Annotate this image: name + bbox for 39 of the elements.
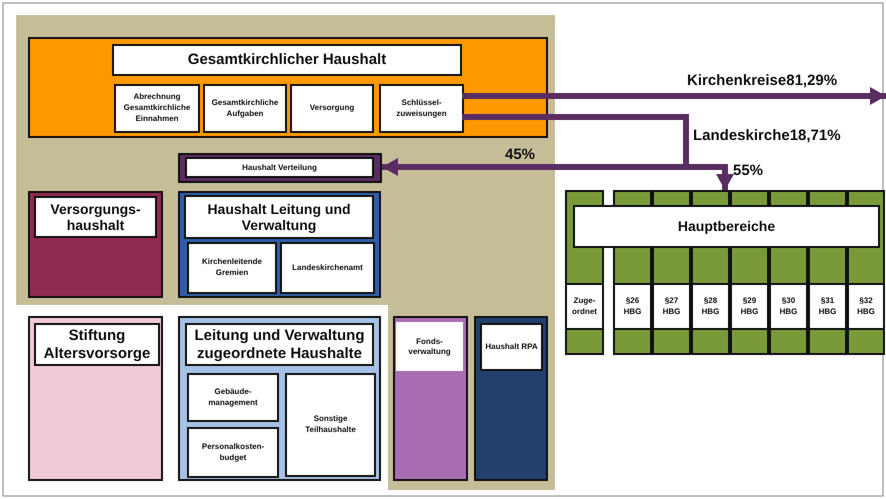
heading-label: Haushalt RPA <box>480 323 543 371</box>
panel <box>28 316 163 481</box>
heading-label: Versorgungs- haushalt <box>34 196 157 238</box>
item-box: §27 HBG <box>652 283 691 330</box>
panel <box>178 191 381 298</box>
item-box: Kirchenleitende Gremien <box>187 242 277 294</box>
panel <box>28 191 163 298</box>
heading-label: Leitung und Verwaltung zugeordnete Haushalte <box>185 323 374 366</box>
item-box: Gesamtkirchliche Aufgaben <box>203 84 287 133</box>
heading-label: Haushalt Leitung und Verwaltung <box>184 195 374 239</box>
panel <box>474 316 548 481</box>
item-box: Sonstige Teilhaushalte <box>285 373 376 477</box>
item-box: §28 HBG <box>691 283 730 330</box>
edge-label: 45% <box>505 146 536 163</box>
edge-label: 55% <box>733 162 764 179</box>
heading-label: Haushalt Verteilung <box>185 157 374 178</box>
panel <box>393 316 468 481</box>
item-box: Versorgung <box>290 84 374 133</box>
arrow <box>462 87 886 105</box>
item-box: Abrechnung Gesamtkirchliche Einnahmen <box>114 84 200 133</box>
item-box: §26 HBG <box>613 283 652 330</box>
edge-label: Kirchenkreise81,29% <box>687 72 838 89</box>
item-box: §32 HBG <box>847 283 885 330</box>
item-box: Landeskirchenamt <box>280 242 375 294</box>
flow-label: Landeskirche18,71% <box>693 127 841 144</box>
panel <box>178 153 382 183</box>
item-box: Gebäude- management <box>187 373 279 422</box>
heading-label: Gesamtkirchlicher Haushalt <box>112 44 462 76</box>
item-box: Zuge- ordnet <box>565 283 604 330</box>
panel <box>178 316 381 481</box>
heading-label: Stiftung Altersvorsorge <box>34 323 160 366</box>
item-box: §31 HBG <box>808 283 847 330</box>
item-box: Schlüssel- zuweisungen <box>379 84 464 133</box>
item-box: §29 HBG <box>730 283 769 330</box>
item-box: Personalkosten- budget <box>187 427 279 478</box>
panel <box>28 37 548 138</box>
heading-label: Hauptbereiche <box>573 205 880 248</box>
heading-label: Fonds- verwaltung <box>396 322 463 371</box>
item-box: §30 HBG <box>769 283 808 330</box>
